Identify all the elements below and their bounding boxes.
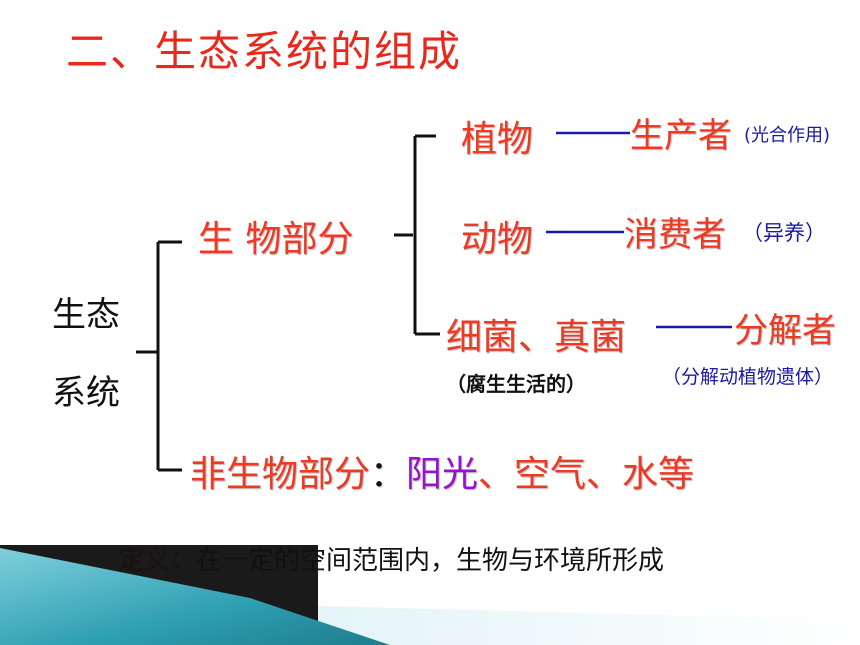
abiotic-label: 非生物部分 (190, 454, 371, 495)
note-saprophytic: （腐生生活的） (446, 372, 586, 396)
branch-animals: 动物 (461, 219, 534, 260)
definition-line1: 定义：在一定的空间范围内，生物与环境所形成 (118, 540, 664, 577)
branch-plants: 植物 (461, 119, 534, 160)
root-label-line1: 生态 (52, 295, 120, 335)
definition-label: 定义： (118, 546, 197, 576)
role-consumer: 消费者 (624, 215, 726, 255)
abiotic-row: 非生物部分：阳光、空气、水等 (190, 445, 694, 497)
note-decompose-remains: （分解动植物遗体） (662, 366, 834, 388)
slide-title: 二、生态系统的组成 (66, 27, 463, 76)
abiotic-colon: ： (370, 454, 407, 495)
role-producer: 生产者 (630, 116, 732, 156)
note-heterotrophic: （异养） (742, 221, 826, 245)
role-decomposer: 分解者 (734, 311, 836, 351)
abiotic-items-rest: 、空气、水等 (478, 454, 695, 495)
definition-line2: 的统的一整体 (40, 588, 197, 618)
root-label-line2: 系统 (52, 373, 120, 413)
definition-text-1: 在一定的空间范围内，生物与环境所形成 (196, 546, 665, 576)
abiotic-item-sunlight: 阳光 (406, 454, 479, 495)
branch-bacteria-fungi: 细菌、真菌 (446, 317, 627, 358)
biotic-label: 生 物部分 (198, 219, 354, 260)
note-photosynthesis: (光合作用) (744, 125, 831, 146)
